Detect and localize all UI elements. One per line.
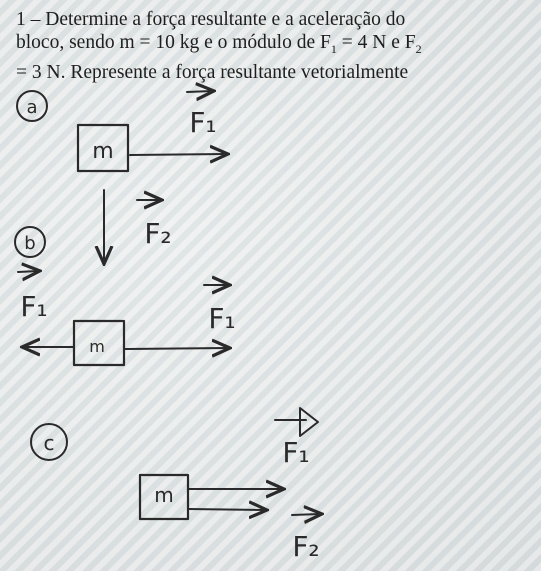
part-c-label: c: [30, 423, 68, 461]
problem-line-2a: bloco, sendo m = 10 kg e o módulo de F: [16, 32, 331, 53]
vector-c-f1-label: F₁: [274, 407, 319, 469]
label-c-f1: F₁: [282, 436, 309, 469]
block-a: [76, 123, 130, 173]
label-c-text: c: [44, 431, 55, 455]
problem-line-2b: = 4 N e F: [336, 32, 416, 53]
problem-line-2: bloco, sendo m = 10 kg e o módulo de F1 …: [16, 31, 528, 61]
block-c: [138, 473, 190, 521]
problem-statement: 1 – Determine a força resultante e a ace…: [16, 8, 528, 84]
arrow-c-f2: [187, 509, 265, 510]
vector-a-f2-label: F₂: [136, 200, 172, 250]
block-a-mass: m: [92, 139, 113, 164]
part-a-label: a: [16, 90, 48, 122]
vector-b-f1-left-label: F₁: [17, 271, 48, 323]
problem-line-1: 1 – Determine a força resultante e a ace…: [16, 9, 406, 30]
subscript-2: 2: [415, 41, 422, 56]
subscript-1: 1: [330, 41, 337, 56]
vector-b-f1-right-label: F₁: [203, 285, 236, 335]
block-b: [72, 319, 126, 367]
label-c-f2: F₂: [292, 530, 319, 563]
vector-a-f1-label: F₁: [186, 91, 217, 139]
arrow-a-f1: [129, 154, 226, 155]
label-b-text: b: [24, 233, 35, 254]
vector-c-f2-label: F₂: [291, 514, 320, 563]
block-b-mass: m: [89, 337, 105, 356]
label-a-text: a: [26, 97, 37, 118]
label-b-f1-left: F₁: [20, 290, 47, 323]
label-b-f1-right: F₁: [208, 302, 235, 335]
label-a-f2: F₂: [144, 217, 171, 250]
label-a-f1: F₁: [189, 106, 216, 139]
part-b-label: b: [14, 226, 46, 258]
arrow-b-f1-right: [123, 348, 228, 349]
block-c-mass: m: [154, 483, 173, 507]
problem-line-3: = 3 N. Represente a força resultante vet…: [16, 61, 409, 83]
